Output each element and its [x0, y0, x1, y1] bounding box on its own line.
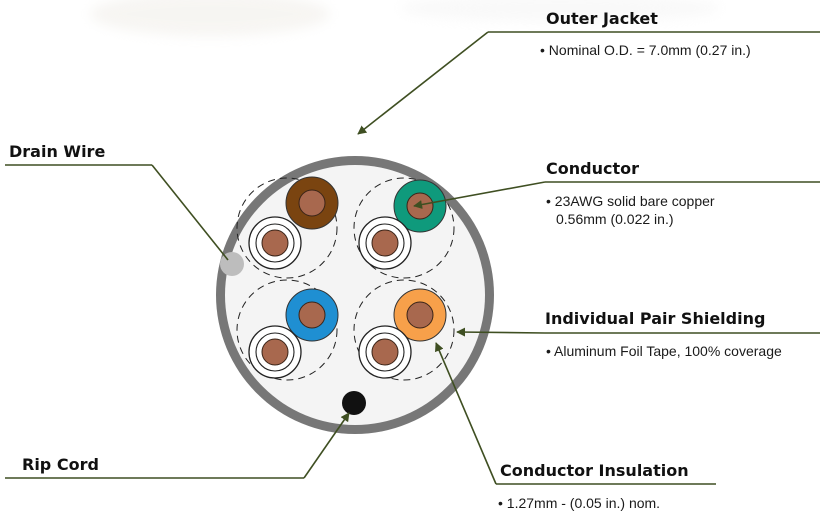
conductor-ring	[255, 223, 295, 263]
pair-blue	[248, 288, 339, 379]
conductor-leader	[413, 181, 546, 209]
conductor-insulation-detail: • 1.27mm - (0.05 in.) nom.	[498, 495, 660, 511]
conductor-detail-line-1: • 23AWG solid bare copper	[546, 193, 715, 209]
background-smudge	[90, 0, 720, 36]
callout-drain-wire: Drain Wire	[9, 142, 105, 161]
pair-shielding-leader	[456, 327, 546, 337]
pair-shield-ring-bottom-left	[236, 279, 338, 381]
conductor-ring	[365, 332, 405, 372]
outer-jacket-leader	[357, 31, 489, 135]
conductor-copper	[298, 301, 326, 329]
conductor-copper	[298, 189, 326, 217]
outer-jacket-detail: • Nominal O.D. = 7.0mm (0.27 in.)	[540, 42, 751, 58]
cable	[216, 156, 494, 434]
conductor-copper	[406, 192, 434, 220]
callout-pair-shielding: Individual Pair Shielding • Aluminum Foi…	[545, 309, 782, 359]
conductor-insulation-leader	[435, 342, 497, 485]
drain-wire-title: Drain Wire	[9, 142, 105, 161]
conductor-copper	[261, 338, 289, 366]
conductor-copper	[371, 229, 399, 257]
rip-cord-leader	[303, 412, 350, 479]
conductor-detail-line-2: 0.56mm (0.022 in.)	[556, 211, 674, 227]
drain-wire-leader	[151, 164, 229, 261]
callout-conductor-insulation: Conductor Insulation • 1.27mm - (0.05 in…	[498, 461, 689, 511]
callout-outer-jacket: Outer Jacket • Nominal O.D. = 7.0mm (0.2…	[540, 9, 751, 58]
pair-shield-ring-bottom-right	[353, 279, 455, 381]
pair-shield-ring-top-right	[353, 177, 455, 279]
callout-conductor: Conductor • 23AWG solid bare copper 0.56…	[546, 159, 715, 227]
conductor-copper	[406, 301, 434, 329]
pair-brown	[248, 176, 339, 270]
pair-shield-ring-top-left	[236, 177, 338, 279]
callout-rip-cord: Rip Cord	[22, 455, 99, 474]
conductor-insulation-title: Conductor Insulation	[500, 461, 689, 480]
pair-shield-rings	[236, 177, 455, 381]
pair-shielding-title: Individual Pair Shielding	[545, 309, 765, 328]
rip-cord	[342, 391, 366, 415]
pair-orange	[358, 288, 447, 379]
pair-shielding-detail: • Aluminum Foil Tape, 100% coverage	[546, 343, 782, 359]
conductor-ring	[255, 332, 295, 372]
leader-lines	[5, 31, 820, 485]
rip-cord-title: Rip Cord	[22, 455, 99, 474]
conductor-title: Conductor	[546, 159, 639, 178]
conductor-ring	[365, 223, 405, 263]
conductor-copper	[261, 229, 289, 257]
outer-jacket-title: Outer Jacket	[546, 9, 658, 28]
conductor-copper	[371, 338, 399, 366]
